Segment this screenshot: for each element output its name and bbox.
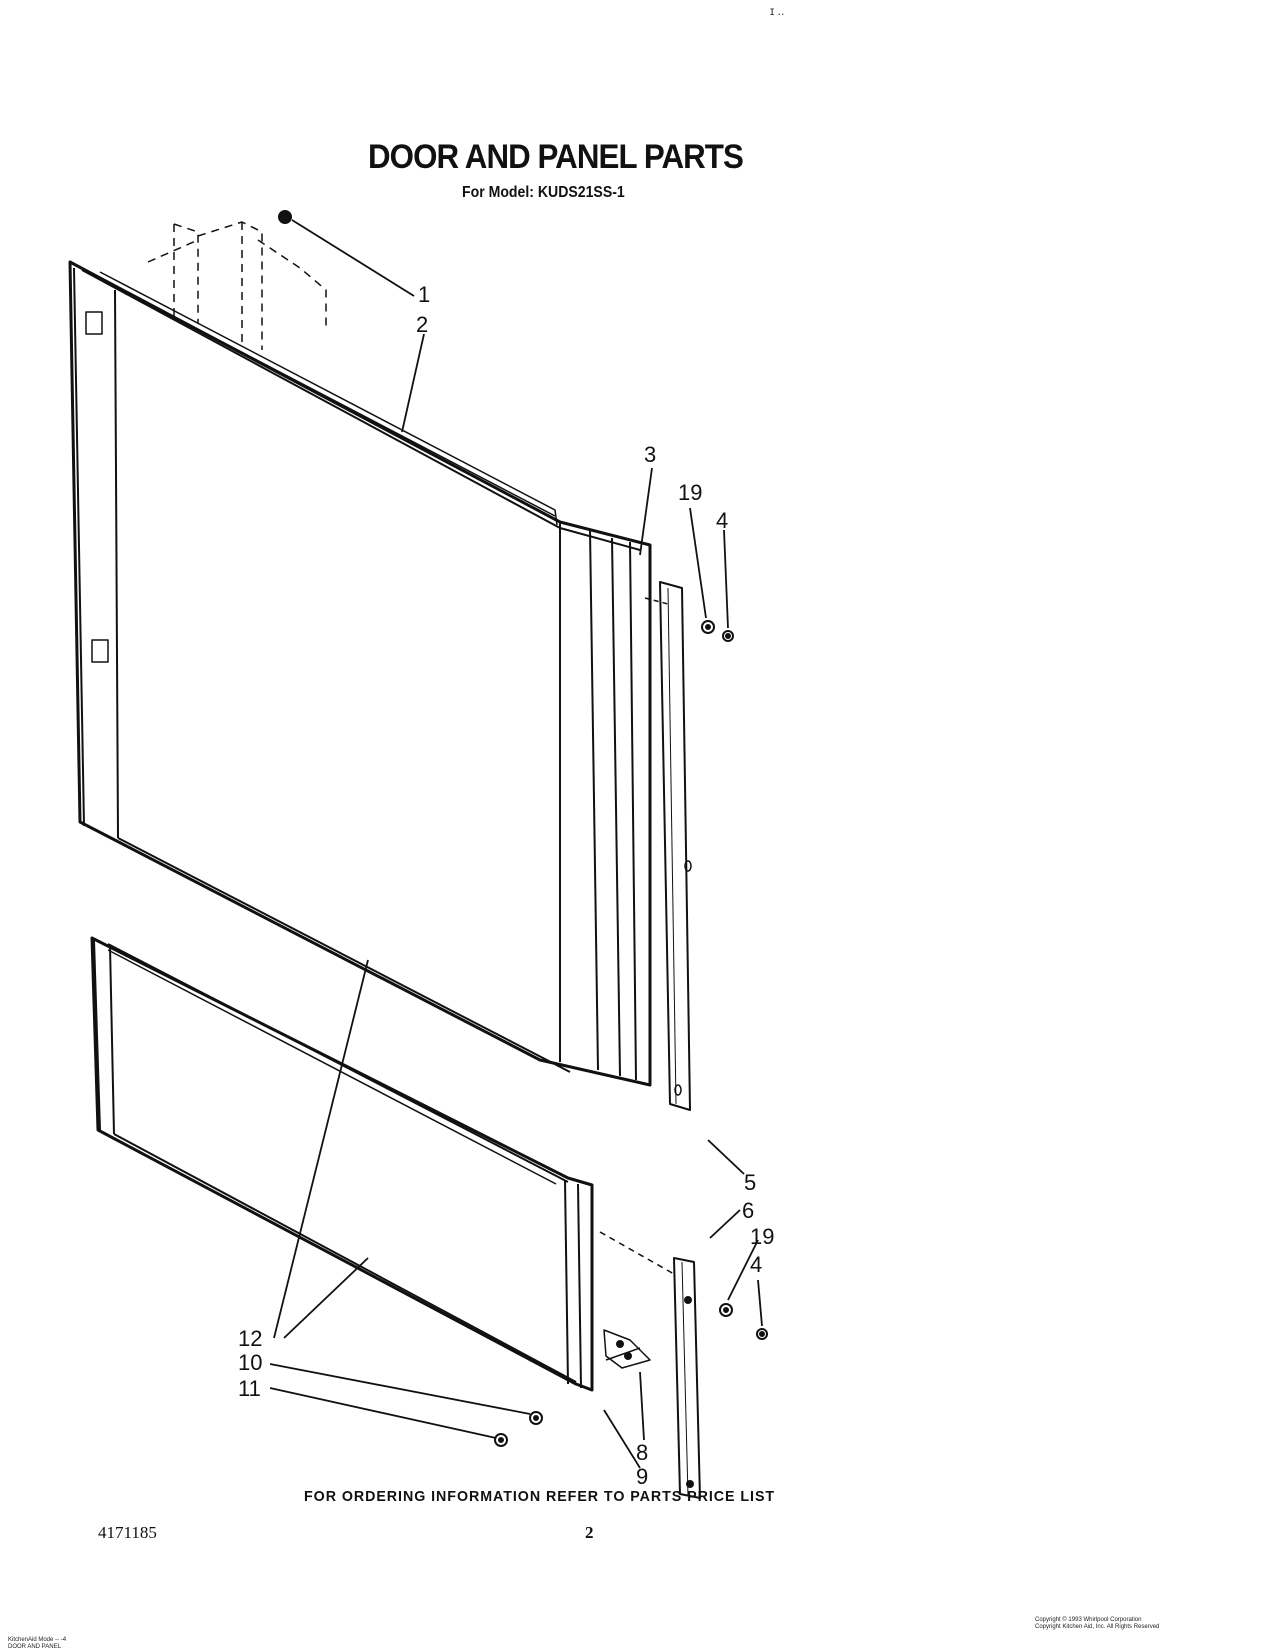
model-subtitle: For Model: KUDS21SS-1 <box>462 184 625 201</box>
copyright-line-1: Copyright © 1993 Whirlpool Corporation <box>1035 1617 1142 1623</box>
bottom-left-line-1: KitchenAid Mode -- -4 <box>8 1637 67 1643</box>
ordering-note: FOR ORDERING INFORMATION REFER TO PARTS … <box>304 1488 776 1505</box>
lower-side-trim <box>599 1231 701 1499</box>
upper-door-panel <box>68 260 652 1087</box>
callout-5: 5 <box>744 1170 756 1195</box>
leader-lines <box>269 219 763 1469</box>
bottom-left-line-2: DOOR AND PANEL <box>8 1644 61 1650</box>
callout-labels: 1 2 3 19 4 5 6 19 4 12 10 11 8 9 <box>238 282 774 1489</box>
callout-11: 11 <box>238 1376 261 1401</box>
callout-9: 9 <box>636 1464 648 1489</box>
lower-panel <box>90 936 651 1392</box>
callout-8: 8 <box>636 1440 648 1465</box>
callout-12: 12 <box>238 1326 262 1351</box>
callout-3: 3 <box>644 442 656 467</box>
callout-19-lower: 19 <box>750 1224 774 1249</box>
callout-1: 1 <box>418 282 430 307</box>
copyright-block: Copyright © 1993 Whirlpool Corporation C… <box>1035 1617 1159 1631</box>
fasteners <box>278 210 768 1447</box>
callout-4-lower: 4 <box>750 1252 762 1277</box>
callout-10: 10 <box>238 1350 262 1375</box>
page-number: 2 <box>585 1523 594 1542</box>
callout-2: 2 <box>416 312 428 337</box>
top-bracket-dashed <box>147 221 327 350</box>
callout-6: 6 <box>742 1198 754 1223</box>
bottom-left-caption: KitchenAid Mode -- -4 DOOR AND PANEL <box>8 1637 66 1651</box>
page-title: DOOR AND PANEL PARTS <box>368 138 744 176</box>
callout-19-upper: 19 <box>678 480 702 505</box>
document-number: 4171185 <box>98 1523 157 1542</box>
scan-marks: ɪ .. <box>770 4 785 18</box>
upper-side-trim <box>644 581 692 1111</box>
callout-4-upper: 4 <box>716 508 728 533</box>
copyright-line-2: Copyright Kitchen Aid, Inc. All Rights R… <box>1035 1624 1160 1630</box>
